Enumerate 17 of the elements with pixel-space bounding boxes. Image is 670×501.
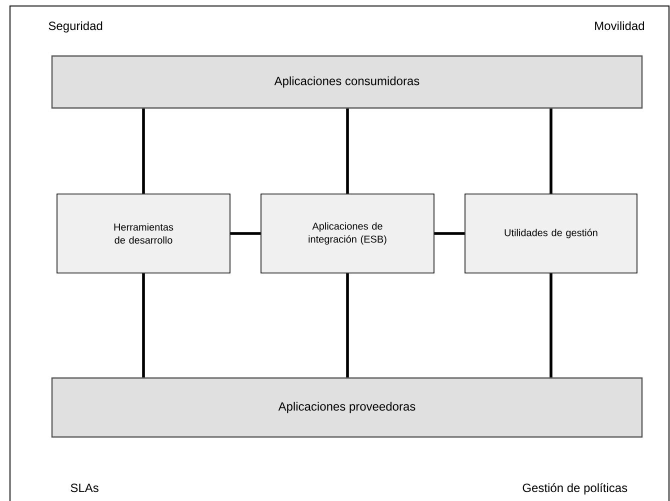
- corner-label: Seguridad: [48, 21, 102, 32]
- corner-label: Movilidad: [595, 21, 644, 30]
- connector-line: [550, 108, 552, 194]
- connector-line: [346, 108, 349, 194]
- connector-line: [142, 108, 145, 194]
- connector-line: [142, 273, 145, 378]
- component-box: Aplicaciones de integración (ESB): [260, 194, 434, 274]
- connector-line: [550, 273, 552, 378]
- connector-line: [230, 232, 261, 235]
- component-box: Utilidades de gestión: [464, 194, 638, 274]
- layer-bar: Aplicaciones consumidoras: [51, 55, 643, 109]
- connector-line: [346, 273, 349, 378]
- connector-line: [434, 232, 465, 235]
- layer-bar: Aplicaciones proveedoras: [51, 377, 643, 438]
- corner-label: SLAs: [70, 484, 98, 492]
- component-box: Herramientas de desarrollo: [56, 194, 230, 274]
- corner-label: Gestión de políticas: [522, 483, 628, 494]
